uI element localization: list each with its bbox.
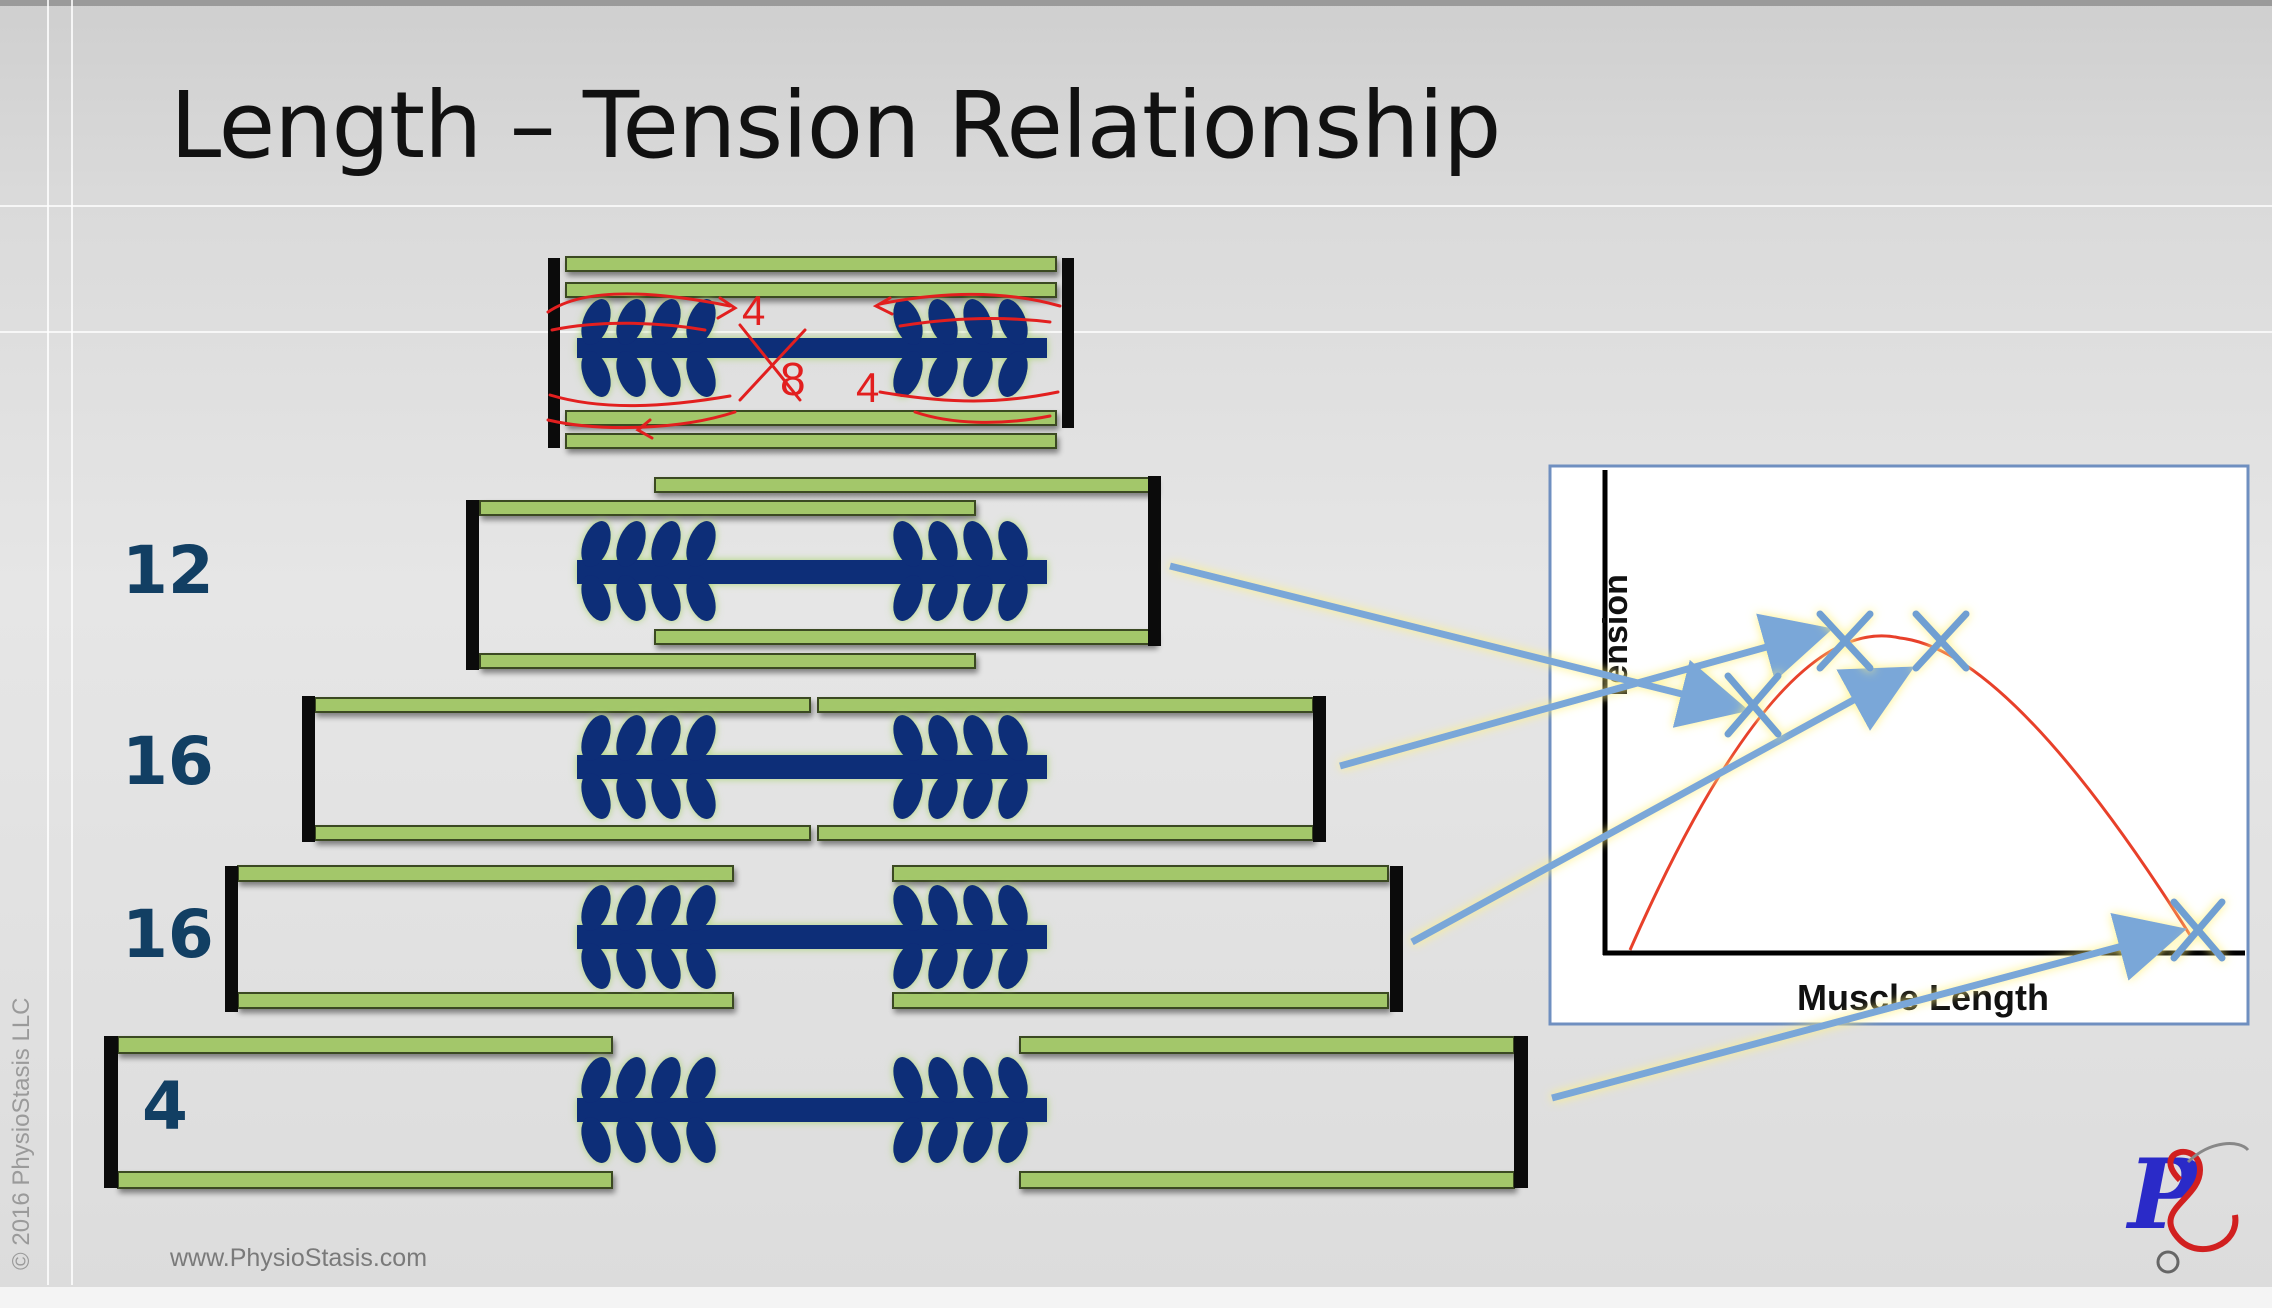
ink-number: 4 xyxy=(856,364,879,411)
sarcomere-2 xyxy=(466,476,1161,670)
slide-title: Length – Tension Relationship xyxy=(170,72,1501,179)
website-link[interactable]: www.PhysioStasis.com xyxy=(170,1244,428,1272)
sarcomere-5 xyxy=(104,1036,1528,1189)
arrow-16a xyxy=(1339,613,1833,770)
myosin-filament xyxy=(577,1057,1047,1163)
margin-line xyxy=(47,0,49,1285)
actin-filament xyxy=(892,865,1389,882)
marker-x xyxy=(1816,610,1874,672)
arrow-12 xyxy=(1169,562,1750,728)
ink-annotations xyxy=(546,292,1062,440)
sarcomere-label: 16 xyxy=(122,896,214,973)
actin-filament xyxy=(892,992,1389,1009)
z-disc xyxy=(1062,258,1074,428)
actin-filament xyxy=(565,256,1057,272)
sarcomere-1: 4 8 4 xyxy=(546,256,1074,449)
z-disc xyxy=(1390,866,1403,1012)
actin-filament xyxy=(654,477,1156,493)
actin-filament xyxy=(314,697,811,713)
myosin-filament xyxy=(577,299,1047,397)
sarcomere-3 xyxy=(302,696,1326,842)
marker-x xyxy=(2170,898,2226,962)
divider-line xyxy=(0,331,2272,333)
actin-filament xyxy=(1019,1171,1515,1189)
ink-number: 8 xyxy=(780,353,806,405)
actin-filament xyxy=(237,865,734,882)
arrow-16b xyxy=(1410,666,1915,946)
ink-number: 4 xyxy=(742,287,765,334)
top-band xyxy=(0,0,2272,6)
z-disc xyxy=(1313,696,1326,842)
sarcomere-label: 16 xyxy=(122,723,214,800)
z-disc xyxy=(104,1036,118,1188)
z-disc xyxy=(1148,476,1161,646)
z-disc xyxy=(1514,1036,1528,1188)
actin-filament xyxy=(237,992,734,1009)
myosin-filament xyxy=(577,715,1047,819)
arrow-4 xyxy=(1551,912,2188,1102)
actin-filament xyxy=(479,653,976,669)
myosin-filament xyxy=(577,885,1047,989)
actin-filament xyxy=(817,825,1314,841)
z-disc xyxy=(466,500,479,670)
z-disc xyxy=(225,866,238,1012)
sarcomere-label: 4 xyxy=(142,1068,188,1145)
divider-line xyxy=(0,205,2272,207)
actin-filament xyxy=(654,629,1156,645)
copyright-text: © 2016 PhysioStasis LLC xyxy=(8,997,35,1271)
actin-filament xyxy=(1019,1036,1515,1054)
curve-markers xyxy=(1724,610,2226,962)
myosin-filament xyxy=(577,521,1047,621)
margin-line xyxy=(71,0,73,1285)
actin-filament xyxy=(817,697,1314,713)
pointer-arrows xyxy=(1169,562,2188,1102)
actin-filament xyxy=(117,1036,613,1054)
z-disc xyxy=(302,696,315,842)
actin-filament xyxy=(314,825,811,841)
sarcomere-label: 12 xyxy=(122,532,214,609)
actin-filament xyxy=(479,500,976,516)
actin-filament xyxy=(565,433,1057,449)
actin-filament xyxy=(565,282,1057,298)
marker-x xyxy=(1912,610,1970,672)
marker-x xyxy=(1724,672,1782,738)
sarcomere-4 xyxy=(225,865,1403,1012)
bottom-strip xyxy=(0,1287,2272,1308)
actin-filament xyxy=(117,1171,613,1189)
physiostasis-logo: P xyxy=(2125,1138,2250,1274)
